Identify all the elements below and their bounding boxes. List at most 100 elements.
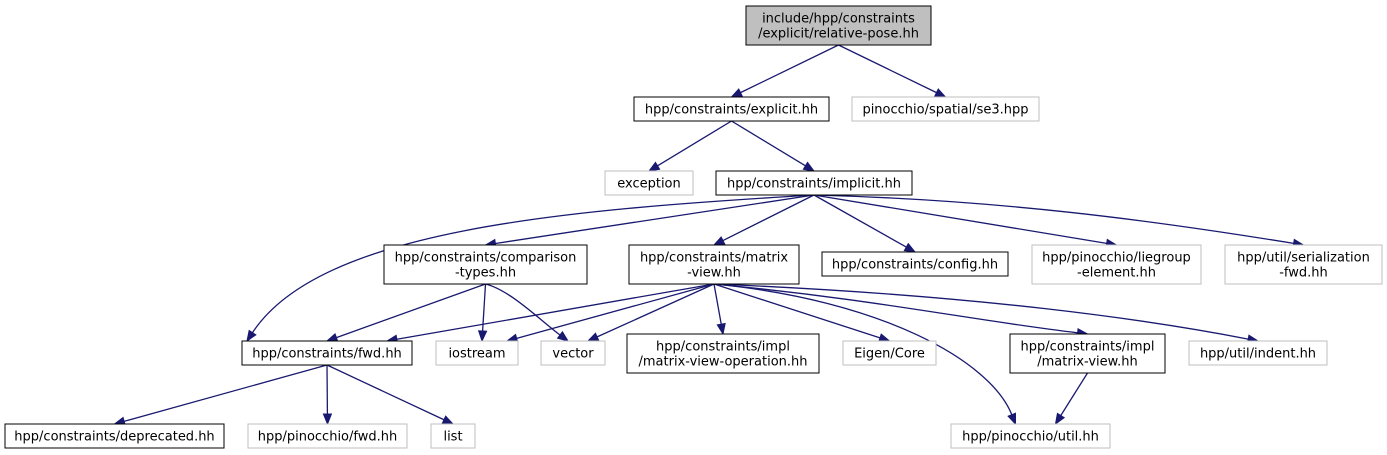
node-pinutil: hpp/pinocchio/util.hh — [950, 423, 1111, 449]
edge-line — [326, 364, 445, 421]
edge-implicit-to-fwd — [246, 194, 815, 343]
node-label: /matrix-view-operation.hh — [639, 355, 808, 370]
edge-matrixview-to-vector — [586, 283, 715, 342]
arrowhead — [647, 161, 661, 172]
node-label: hpp/constraints/implicit.hh — [727, 177, 901, 192]
edge-line — [657, 120, 732, 167]
node-label: hpp/constraints/explicit.hh — [645, 103, 818, 118]
edge-line — [713, 283, 1078, 334]
node-box — [626, 333, 820, 374]
edge-implmv-to-pinutil — [1054, 372, 1089, 426]
edge-line — [713, 283, 722, 325]
edge-matrixview-to-mvop — [713, 283, 726, 336]
node-box — [435, 340, 519, 366]
node-box — [1031, 244, 1202, 285]
node-explicit[interactable]: hpp/constraints/explicit.hh — [633, 96, 830, 122]
node-exception: exception — [604, 170, 694, 196]
edge-root-to-se3 — [838, 44, 947, 98]
edge-line — [713, 283, 1013, 415]
node-box — [745, 5, 932, 46]
edge-line — [713, 283, 1249, 340]
edge-line — [731, 120, 806, 167]
node-box — [851, 96, 1040, 122]
edge-explicit-to-exception — [647, 120, 732, 172]
node-indent: hpp/util/indent.hh — [1188, 340, 1328, 366]
node-implmv[interactable]: hpp/constraints/impl/matrix-view.hh — [1009, 333, 1166, 374]
arrowhead — [477, 330, 488, 343]
arrowhead — [1054, 412, 1066, 426]
edge-line — [740, 44, 839, 94]
node-mvop[interactable]: hpp/constraints/impl/matrix-view-operati… — [626, 333, 820, 374]
node-config[interactable]: hpp/constraints/config.hh — [821, 251, 1009, 277]
node-label: exception — [617, 177, 681, 192]
node-list: list — [430, 423, 476, 449]
node-fwd[interactable]: hpp/constraints/fwd.hh — [241, 340, 413, 366]
node-pinfwd: hpp/pinocchio/fwd.hh — [247, 423, 408, 449]
node-matrixview[interactable]: hpp/constraints/matrix-view.hh — [628, 244, 800, 285]
node-box — [821, 251, 1009, 277]
edge-line — [1060, 372, 1089, 416]
node-box — [247, 423, 408, 449]
node-comparison[interactable]: hpp/constraints/comparison-types.hh — [383, 244, 588, 285]
node-box — [4, 423, 225, 449]
edge-line — [396, 283, 715, 340]
node-label: -types.hh — [455, 266, 516, 281]
edge-fwd-to-deprecated — [113, 364, 328, 426]
edge-fwd-to-list — [326, 364, 455, 425]
edge-line — [813, 194, 907, 248]
node-label: hpp/constraints/impl — [656, 340, 790, 355]
arrowhead — [903, 242, 917, 253]
node-deprecated[interactable]: hpp/constraints/deprecated.hh — [4, 423, 225, 449]
edge-line — [596, 283, 715, 338]
node-label: hpp/pinocchio/util.hh — [962, 430, 1099, 445]
edge-implicit-to-matrixview — [712, 194, 815, 246]
arrowhead — [325, 332, 339, 342]
node-label: -fwd.hh — [1279, 266, 1328, 281]
node-label: hpp/constraints/comparison — [395, 251, 577, 266]
node-implicit[interactable]: hpp/constraints/implicit.hh — [715, 170, 913, 196]
node-label: Eigen/Core — [854, 347, 925, 362]
arrowhead — [322, 413, 333, 426]
node-box — [715, 170, 913, 196]
node-eigen: Eigen/Core — [842, 340, 937, 366]
node-box — [241, 340, 413, 366]
edge-comparison-to-fwd — [325, 283, 486, 342]
arrowhead — [441, 415, 455, 425]
node-box — [842, 340, 937, 366]
node-box — [950, 423, 1111, 449]
edge-line — [838, 44, 937, 94]
arrowhead — [933, 88, 947, 98]
node-box — [1188, 340, 1328, 366]
node-label: hpp/pinocchio/liegroup — [1042, 251, 1191, 266]
edge-comparison-to-vector — [485, 283, 570, 342]
node-root: include/hpp/constraints/explicit/relativ… — [745, 5, 932, 46]
edge-explicit-to-implicit — [731, 120, 816, 172]
node-label: hpp/pinocchio/fwd.hh — [258, 430, 398, 445]
arrowhead — [586, 332, 600, 342]
node-box — [604, 170, 694, 196]
node-label: include/hpp/constraints — [762, 12, 915, 27]
arrowhead — [556, 330, 570, 342]
arrowhead — [246, 329, 257, 343]
node-label: vector — [552, 347, 594, 362]
node-label: hpp/util/indent.hh — [1200, 347, 1316, 362]
arrowhead — [730, 88, 744, 98]
arrowhead — [712, 236, 726, 246]
edge-line — [813, 194, 1107, 245]
edge-matrixview-to-pinutil — [713, 283, 1017, 426]
node-box — [628, 244, 800, 285]
edge-line — [495, 194, 815, 245]
node-label: hpp/util/serialization — [1237, 251, 1370, 266]
node-serialization: hpp/util/serialization-fwd.hh — [1224, 244, 1383, 285]
arrowhead — [716, 322, 726, 336]
node-label: hpp/constraints/matrix — [640, 251, 788, 266]
edge-implicit-to-config — [813, 194, 917, 253]
edge-line — [123, 364, 328, 422]
node-liegroup: hpp/pinocchio/liegroup-element.hh — [1031, 244, 1202, 285]
edge-line — [336, 283, 486, 339]
node-label: pinocchio/spatial/se3.hpp — [862, 103, 1028, 118]
edges-layer — [113, 44, 1305, 426]
arrowhead — [802, 161, 816, 172]
node-label: /explicit/relative-pose.hh — [758, 27, 919, 42]
